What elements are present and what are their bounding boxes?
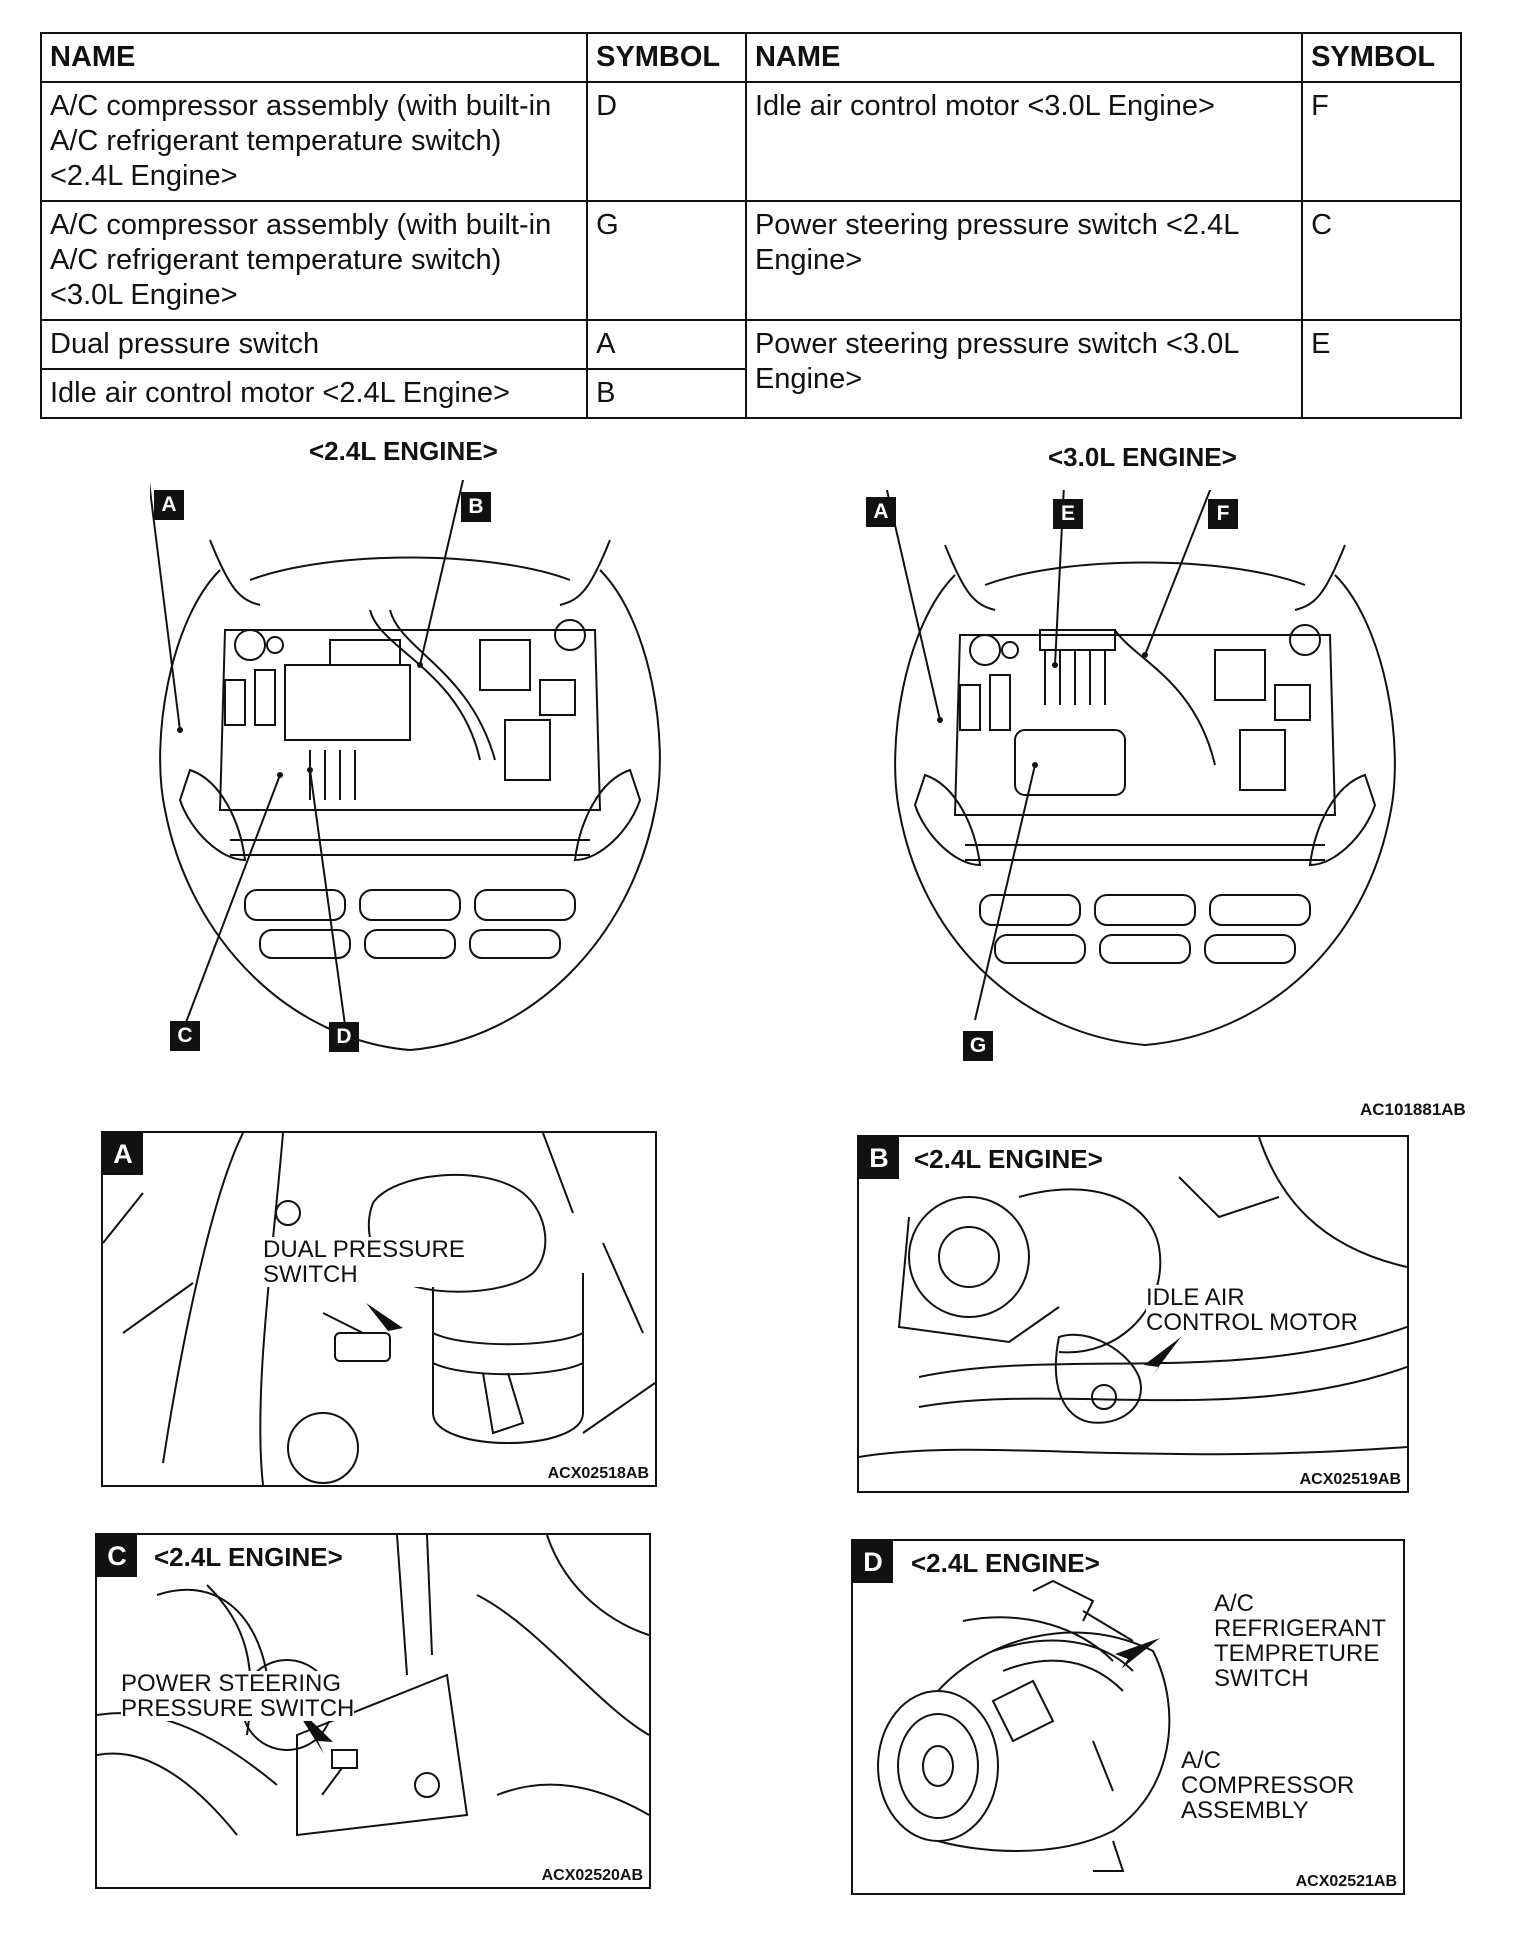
panel-c-title: <2.4L ENGINE> (154, 1542, 343, 1572)
power-steering-pressure-switch-label: POWER STEERING PRESSURE SWITCH (121, 1670, 355, 1722)
table-cell-name: Power steering pressure switch <3.0L Eng… (744, 319, 1304, 419)
tag-b-24: B (461, 492, 491, 522)
table-cell-name: Idle air control motor <2.4L Engine> (39, 368, 589, 419)
panel-b-ref: ACX02519AB (1299, 1471, 1401, 1488)
panel-a-tag: A (103, 1133, 143, 1175)
panel-c-ref: ACX02520AB (541, 1867, 643, 1884)
idle-air-control-motor-label: IDLE AIR CONTROL MOTOR (1146, 1284, 1359, 1336)
table-cell-name: Dual pressure switch (39, 319, 589, 370)
dual-pressure-switch-label: DUAL PRESSURE SWITCH (263, 1236, 465, 1288)
panel-c-tag: C (97, 1535, 137, 1577)
header-symbol-right: SYMBOL (1301, 32, 1462, 83)
tag-g-30: G (963, 1031, 993, 1061)
table-cell-symbol: B (586, 368, 747, 419)
panel-b-title: <2.4L ENGINE> (914, 1144, 1103, 1174)
table-cell-name: A/C compressor assembly (with built-in A… (39, 81, 589, 202)
panel-b-drawing (859, 1137, 1407, 1458)
panel-b: B <2.4L ENGINE> IDLE AIR CONTROL MOTOR A… (857, 1135, 1409, 1493)
tag-c-24: C (170, 1021, 200, 1051)
engine-24-diagram (150, 480, 661, 1052)
engine-24-title: <2.4L ENGINE> (309, 436, 498, 466)
table-cell-symbol: F (1301, 81, 1462, 202)
header-symbol-left: SYMBOL (586, 32, 747, 83)
table-cell-name: Idle air control motor <3.0L Engine> (744, 81, 1304, 202)
table-cell-symbol: E (1301, 319, 1462, 419)
ac-compressor-assembly-label: A/C COMPRESSOR ASSEMBLY (1181, 1747, 1355, 1824)
header-name-right: NAME (744, 32, 1304, 83)
tag-d-24: D (329, 1022, 359, 1052)
panel-d-ref: ACX02521AB (1295, 1873, 1397, 1890)
panel-b-tag: B (859, 1137, 899, 1179)
panel-d: D <2.4L ENGINE> A/C REFRIGERANT TEMPRETU… (851, 1539, 1405, 1895)
component-table: NAME SYMBOL NAME SYMBOL A/C compressor a… (39, 32, 1462, 419)
panel-c: C <2.4L ENGINE> POWER STEERING PRESSURE … (95, 1533, 651, 1889)
table-cell-name: Power steering pressure switch <2.4L Eng… (744, 200, 1304, 321)
panel-a-ref: ACX02518AB (547, 1465, 649, 1482)
panel-d-title: <2.4L ENGINE> (911, 1548, 1100, 1578)
table-cell-symbol: G (586, 200, 747, 321)
overview-ref-code: AC101881AB (1360, 1100, 1466, 1119)
table-cell-symbol: D (586, 81, 747, 202)
panel-a: A DUAL PRESSURE SWITCH ACX02518AB (101, 1131, 657, 1487)
panel-a-drawing (103, 1133, 655, 1485)
table-cell-symbol: C (1301, 200, 1462, 321)
table-cell-symbol: A (586, 319, 747, 370)
ac-refrigerant-temp-switch-label: A/C REFRIGERANT TEMPRETURE SWITCH (1214, 1590, 1387, 1692)
tag-e-30: E (1053, 499, 1083, 529)
engine-30-title: <3.0L ENGINE> (1048, 442, 1237, 472)
engine-30-diagram (885, 490, 1396, 1047)
table-cell-name: A/C compressor assembly (with built-in A… (39, 200, 589, 321)
header-name-left: NAME (39, 32, 589, 83)
panel-d-drawing (877, 1579, 1171, 1872)
tag-a-24: A (154, 490, 184, 520)
tag-a-30: A (866, 497, 896, 527)
panel-d-tag: D (853, 1541, 893, 1583)
tag-f-30: F (1208, 499, 1238, 529)
